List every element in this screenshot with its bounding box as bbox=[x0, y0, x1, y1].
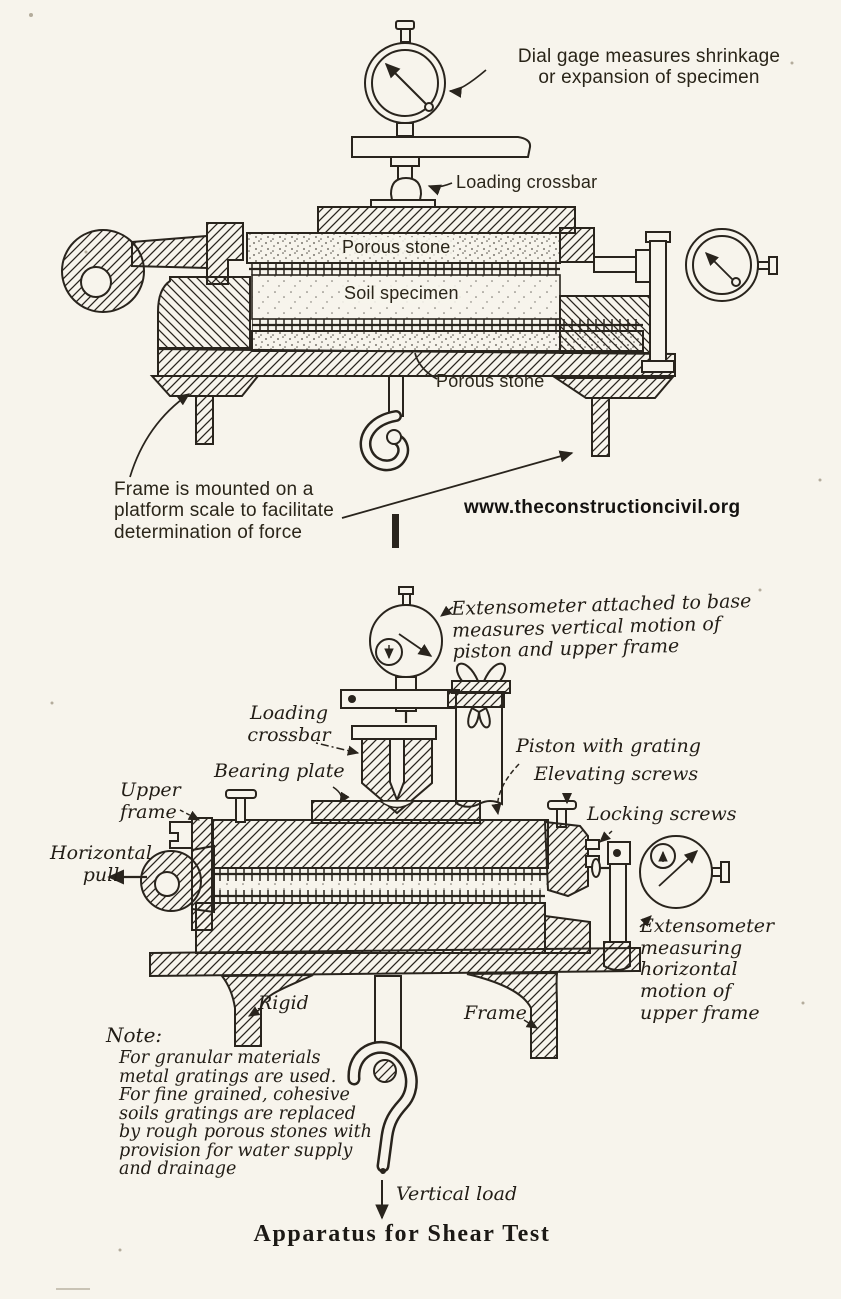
label-locking-screws: Locking screws bbox=[587, 803, 737, 825]
bottom-right-extensometer-icon bbox=[591, 835, 730, 971]
top-right-extensometer bbox=[593, 228, 778, 373]
top-cap bbox=[317, 206, 576, 234]
label-elevating-screws: Elevating screws bbox=[534, 763, 699, 785]
website-text: www.theconstructioncivil.org bbox=[464, 497, 741, 518]
label-rigid: Rigid bbox=[258, 992, 309, 1014]
base-plate bbox=[149, 946, 641, 978]
top-leader-lines bbox=[129, 69, 574, 519]
label-piston-with-grating: Piston with grating bbox=[516, 735, 701, 757]
label-bearing-plate: Bearing plate bbox=[214, 760, 345, 782]
left-leg bbox=[219, 974, 314, 1047]
locking-screw-block bbox=[543, 820, 600, 898]
label-loading-crossbar-top: Loading crossbar bbox=[456, 172, 598, 192]
right-leg bbox=[466, 971, 559, 1059]
label-frame: Frame bbox=[464, 1002, 527, 1024]
label-vertical-load: Vertical load bbox=[396, 1183, 518, 1205]
label-horizontal-pull: Horizontal pull bbox=[50, 842, 152, 886]
label-note-title: Note: bbox=[106, 1023, 163, 1047]
bottom-shear-box bbox=[149, 817, 641, 1059]
bottom-apparatus bbox=[107, 586, 730, 1220]
top-hook bbox=[359, 375, 410, 548]
label-loading-crossbar-bottom: Loading crossbar bbox=[247, 702, 331, 746]
label-upper-frame: Upper frame bbox=[120, 779, 181, 823]
label-soil-specimen: Soil specimen bbox=[341, 283, 462, 304]
label-frame-note: Frame is mounted on a platform scale to … bbox=[114, 479, 334, 543]
base-band bbox=[157, 347, 676, 377]
left-pedestal bbox=[157, 276, 251, 349]
label-extensometer-base: Extensometer attached to base measures v… bbox=[451, 590, 752, 664]
piston-band bbox=[212, 819, 549, 869]
loading-foot bbox=[389, 176, 423, 201]
bottom-hook bbox=[347, 975, 418, 1220]
figure-caption: Apparatus for Shear Test bbox=[253, 1221, 551, 1247]
crossbar-arm bbox=[351, 136, 532, 158]
label-dial-gage: Dial gage measures shrinkage or expansio… bbox=[517, 46, 781, 89]
top-dial-gage-icon bbox=[364, 20, 446, 124]
support-column bbox=[340, 662, 511, 808]
label-porous-stone-top: Porous stone bbox=[339, 237, 454, 258]
label-extensometer-horizontal: Extensometer measuring horizontal motion… bbox=[640, 915, 775, 1024]
label-porous-stone-bottom: Porous stone bbox=[436, 371, 545, 391]
label-note-body: For granular materials metal gratings ar… bbox=[119, 1048, 372, 1179]
top-left-lever bbox=[61, 229, 208, 313]
bottom-left-lever bbox=[140, 844, 215, 914]
bottom-loading-crossbar bbox=[311, 725, 481, 824]
bottom-leader-lines bbox=[107, 605, 652, 1029]
scan-specks bbox=[29, 13, 822, 1290]
